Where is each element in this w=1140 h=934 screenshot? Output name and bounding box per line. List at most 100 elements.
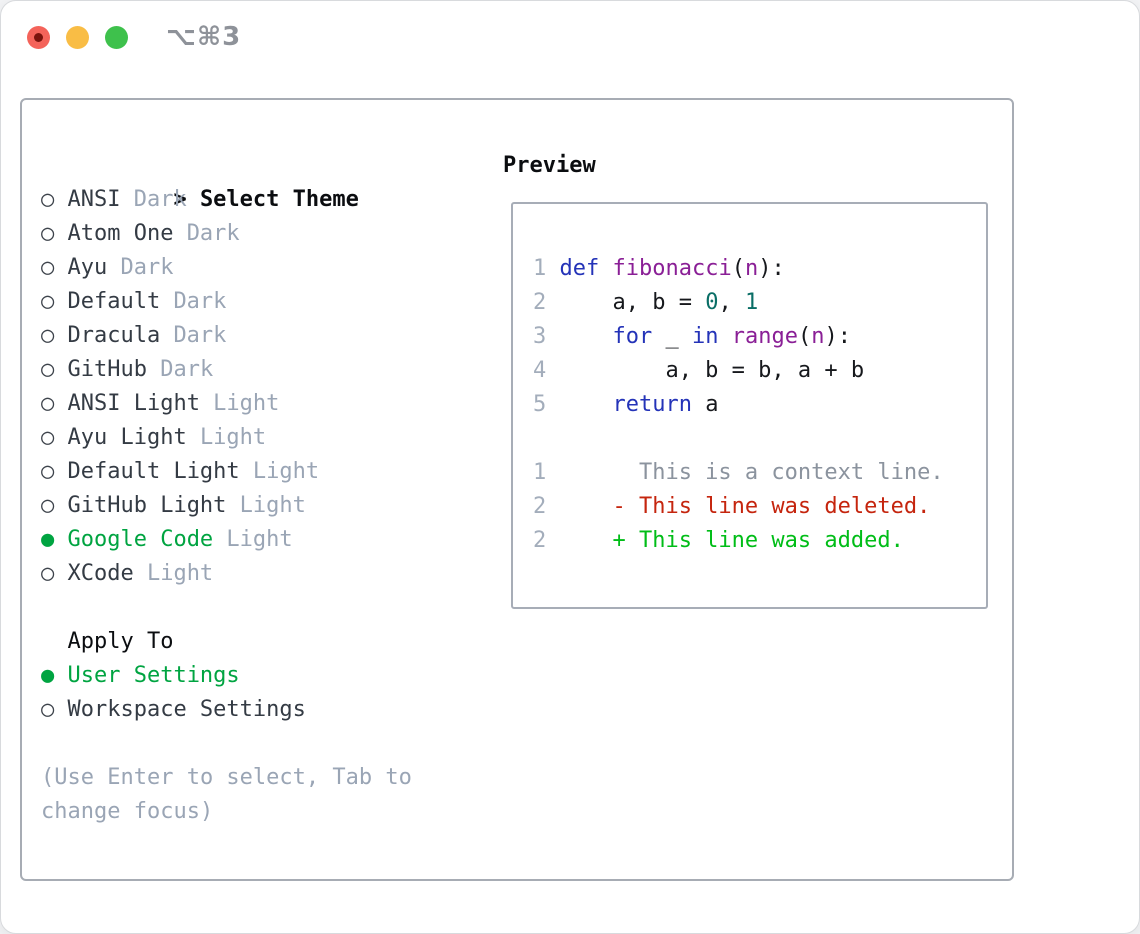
theme-option-google-code[interactable]: ● Google Code Light [41, 523, 484, 557]
code-token-fn: fibonacci [612, 256, 732, 281]
apply-to-header: Apply To [67, 629, 174, 654]
theme-list-header: > Select Theme [41, 149, 484, 212]
theme-option-github[interactable]: ○ GitHub Dark [41, 353, 484, 387]
code-token-ctx: This is a context line. [559, 460, 944, 485]
apply-option-label: User Settings [67, 663, 240, 688]
minimize-button[interactable] [66, 25, 89, 49]
code-token-num: 1 [744, 290, 759, 315]
line-number: 4 [533, 358, 547, 383]
window-title: ⌥⌘3 [166, 22, 242, 52]
theme-list-title: Select Theme [199, 187, 359, 212]
code-token-kw: for [612, 324, 653, 349]
spacer [533, 422, 986, 456]
code-token-txt: ): [758, 256, 785, 281]
code-token-txt [599, 256, 612, 281]
theme-variant-tag: Dark [173, 323, 227, 348]
diff-line: 1 This is a context line. [533, 456, 986, 490]
code-token-num: 0 [705, 290, 719, 315]
code-token-kw: in [691, 324, 719, 349]
theme-variant-tag: Dark [160, 357, 214, 382]
radio-unselected-icon: ○ [41, 187, 55, 212]
theme-variant-tag: Light [146, 561, 214, 586]
code-token-fn: n [811, 324, 825, 349]
radio-unselected-icon: ○ [41, 357, 55, 382]
code-token-txt: ): [824, 324, 851, 349]
theme-label: Ayu [67, 255, 108, 280]
code-token-txt: ( [797, 324, 812, 349]
code-token-txt [559, 324, 612, 349]
spacer [41, 591, 484, 625]
theme-variant-tag: Light [213, 391, 280, 416]
preview-title: Preview [503, 153, 596, 178]
theme-option-ansi-light[interactable]: ○ ANSI Light Light [41, 387, 484, 421]
zoom-button[interactable] [105, 25, 128, 49]
radio-unselected-icon: ○ [41, 255, 55, 280]
theme-variant-tag: Dark [186, 221, 240, 246]
radio-unselected-icon: ○ [41, 289, 55, 314]
titlebar: ⌥⌘3 [1, 1, 1139, 73]
code-token-txt: a [691, 392, 719, 417]
theme-label: XCode [67, 561, 134, 586]
apply-option-user-settings[interactable]: ● User Settings [41, 659, 484, 693]
diff-preview: 1 This is a context line.2 - This line w… [533, 456, 986, 558]
theme-option-ayu[interactable]: ○ Ayu Dark [41, 251, 484, 285]
code-token-txt: a, b = [559, 290, 706, 315]
theme-option-default[interactable]: ○ Default Dark [41, 285, 484, 319]
code-line: 5 return a [533, 388, 986, 422]
theme-variant-tag: Dark [173, 289, 227, 314]
code-token-txt: _ [652, 324, 692, 349]
close-dot-icon [34, 32, 43, 42]
theme-variant-tag: Light [239, 493, 306, 518]
code-line: 3 for _ in range(n): [533, 320, 986, 354]
code-token-add: + This line was added. [559, 528, 904, 553]
radio-unselected-icon: ○ [41, 391, 55, 416]
radio-unselected-icon: ○ [41, 459, 55, 484]
theme-variant-tag: Light [252, 459, 320, 484]
radio-selected-icon: ● [41, 527, 55, 552]
line-number: 2 [533, 494, 547, 519]
theme-variant-tag: Dark [120, 255, 174, 280]
radio-selected-icon: ● [41, 663, 55, 688]
code-token-fn: n [744, 256, 759, 281]
line-number: 3 [533, 324, 547, 349]
code-line: 2 a, b = 0, 1 [533, 286, 986, 320]
theme-label: ANSI Light [67, 391, 200, 416]
radio-unselected-icon: ○ [41, 323, 55, 348]
code-token-txt [718, 324, 731, 349]
theme-option-ansi[interactable]: ○ ANSI Dark [41, 183, 484, 217]
theme-variant-tag: Light [226, 527, 293, 552]
apply-option-workspace-settings[interactable]: ○Workspace Settings [41, 693, 484, 727]
line-number: 2 [533, 528, 547, 553]
close-button[interactable] [27, 25, 50, 49]
theme-label: GitHub Light [67, 493, 227, 518]
theme-label: GitHub [67, 357, 147, 382]
code-token-txt: , [718, 290, 745, 315]
line-number: 1 [533, 256, 547, 281]
theme-option-dracula[interactable]: ○ Dracula Dark [41, 319, 484, 353]
diff-line: 2 + This line was added. [533, 524, 986, 558]
radio-unselected-icon: ○ [41, 425, 55, 450]
theme-label: ANSI [67, 187, 121, 212]
theme-label: Default [67, 289, 161, 314]
help-text: (Use Enter to select, Tab to change focu… [41, 765, 412, 824]
selection-prompt-icon: > [173, 187, 187, 212]
theme-variant-tag: Light [199, 425, 267, 450]
theme-label: Dracula [67, 323, 161, 348]
diff-line: 2 - This line was deleted. [533, 490, 986, 524]
theme-label: Atom One [67, 221, 174, 246]
theme-variant-tag: Dark [133, 187, 187, 212]
theme-label: Google Code [67, 527, 214, 552]
